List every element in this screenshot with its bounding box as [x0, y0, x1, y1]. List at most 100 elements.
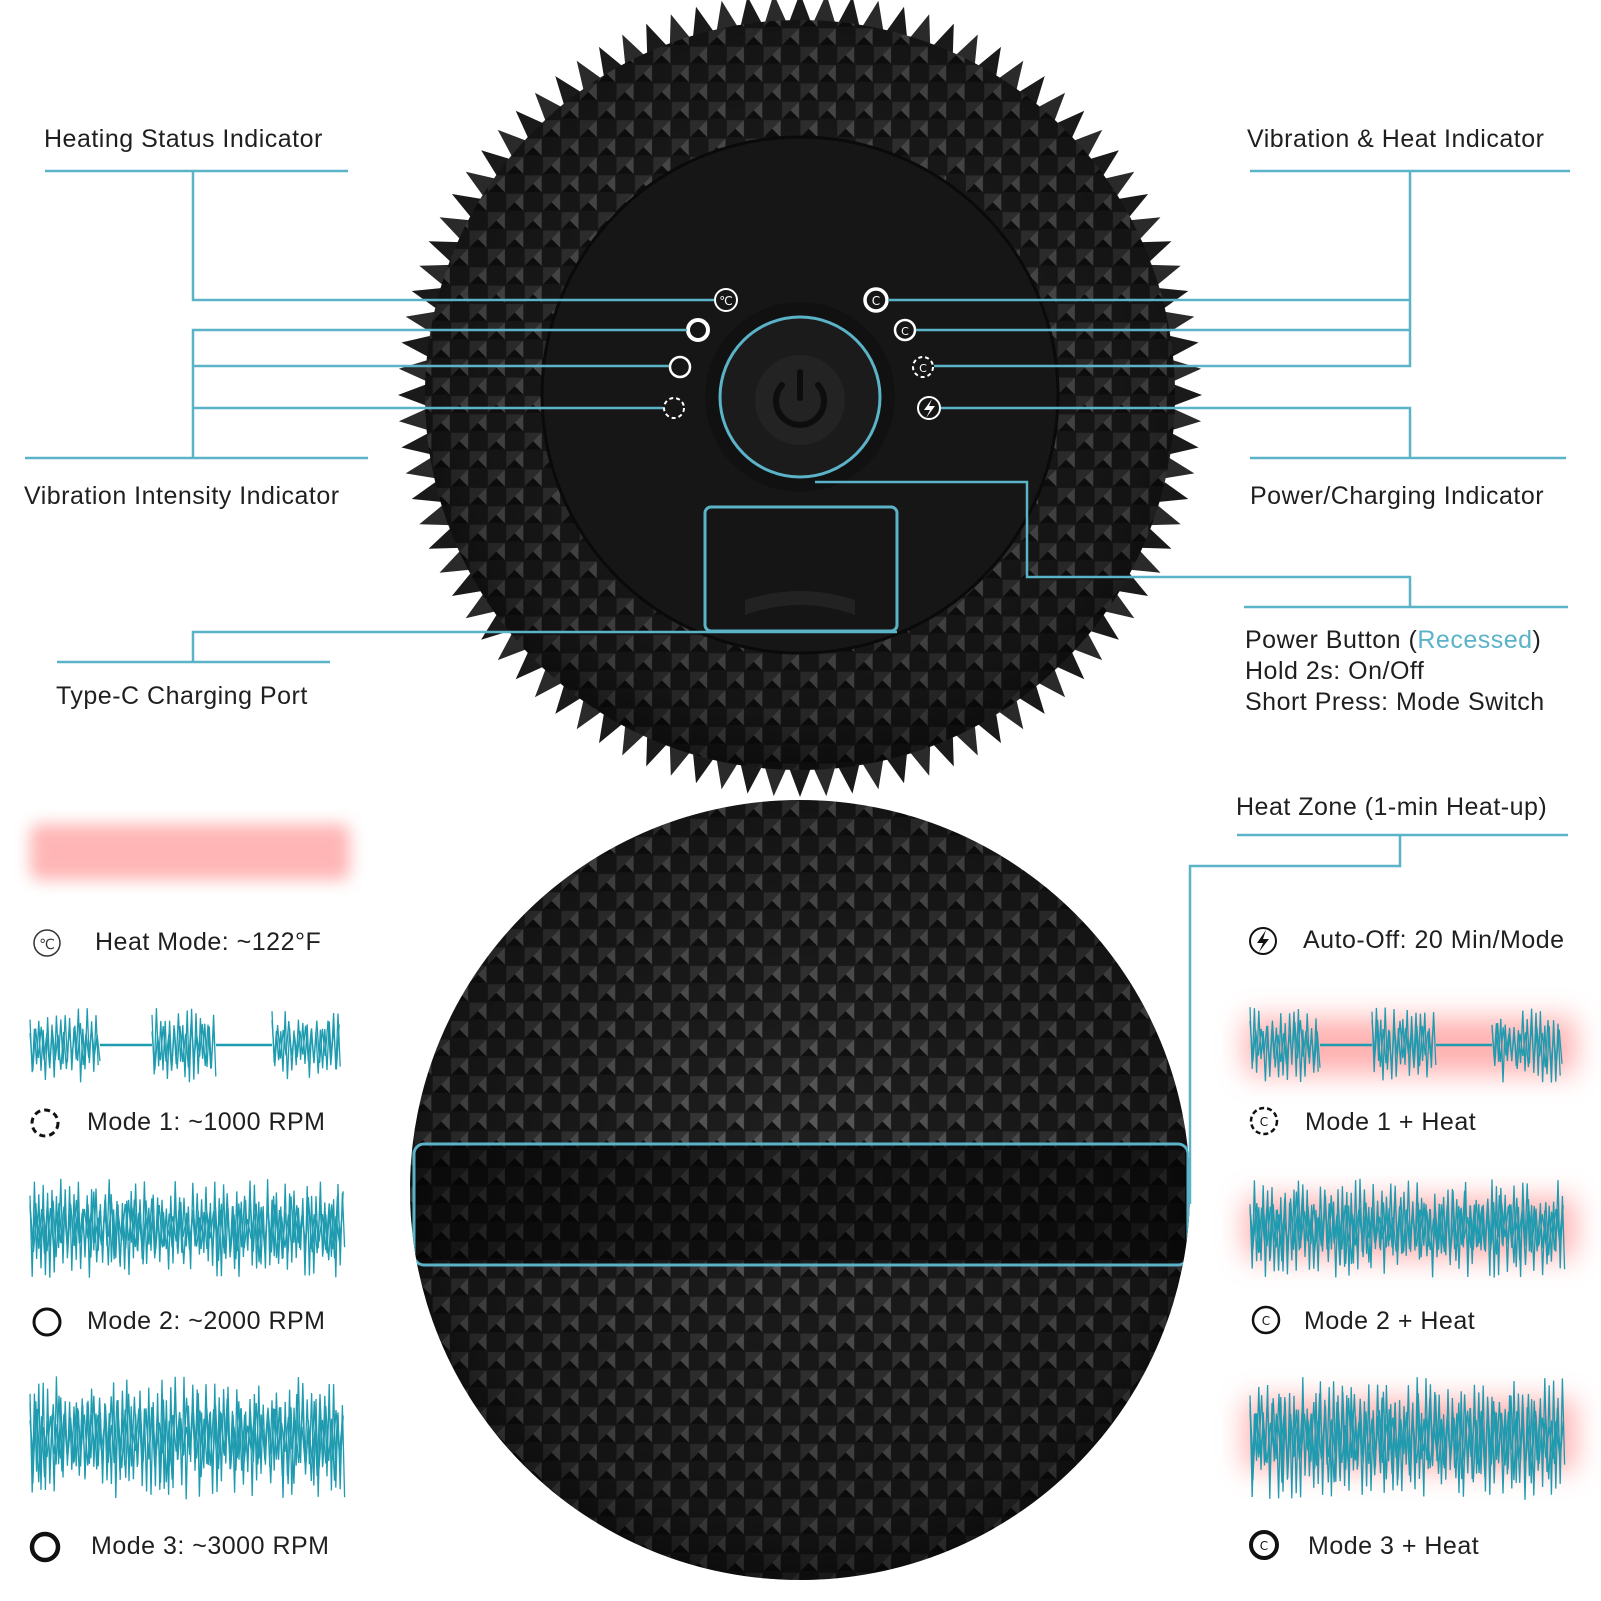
wave-trace — [1371, 1020, 1435, 1069]
wave-trace — [1249, 1019, 1321, 1068]
thick-ring-icon — [29, 1531, 61, 1563]
device-side-view — [410, 800, 1190, 1580]
label-power-charging: Power/Charging Indicator — [1250, 482, 1545, 510]
vib-heat-led-3: C — [863, 287, 889, 313]
label-heating-status: Heating Status Indicator — [44, 125, 323, 153]
spike — [515, 110, 548, 143]
spike — [555, 681, 585, 714]
spike — [1168, 407, 1202, 432]
wave-trace — [29, 1191, 344, 1266]
wave-trace — [29, 1023, 101, 1071]
legend-mode-1: Mode 1: ~1000 RPM — [87, 1108, 326, 1136]
celsius-icon — [33, 929, 61, 957]
vib-heat-led-2: C — [893, 318, 917, 342]
svg-text:C: C — [872, 294, 880, 308]
spike — [398, 407, 432, 432]
celsius-ring-icon: C — [1251, 1305, 1281, 1335]
power-button-title: Power Button ( — [1245, 626, 1418, 654]
power-button-recessed: Recessed — [1417, 626, 1533, 654]
heat-glow-swatch — [30, 824, 350, 880]
wave-trace — [1249, 1007, 1319, 1083]
spike — [1086, 150, 1119, 180]
heating-status-led: ℃ — [714, 288, 738, 312]
wave-trace — [151, 1020, 215, 1071]
spike — [481, 150, 514, 180]
spike — [1169, 382, 1202, 408]
svg-text:℃: ℃ — [719, 294, 732, 308]
wave-trace — [1249, 1203, 1564, 1253]
device-top-view: ℃ C C C — [398, 0, 1202, 797]
wave-trace — [29, 1407, 344, 1469]
spike — [1070, 629, 1103, 661]
celsius-thick-icon: C — [1249, 1530, 1279, 1560]
legend-mode-2: Mode 2: ~2000 RPM — [87, 1307, 326, 1335]
label-heat-zone: Heat Zone (1-min Heat-up) — [1236, 793, 1548, 821]
spike — [401, 431, 435, 456]
spike — [995, 60, 1024, 95]
spike — [1100, 590, 1135, 619]
spike — [1086, 610, 1119, 640]
dashed-ring-icon — [30, 1108, 60, 1138]
svg-text:C: C — [1260, 1539, 1268, 1553]
ring-icon — [32, 1307, 62, 1337]
spike — [576, 60, 605, 95]
spike — [763, 763, 788, 797]
spike — [787, 764, 813, 797]
label-short-press: Short Press: Mode Switch — [1245, 688, 1545, 716]
label-hold: Hold 2s: On/Off — [1245, 657, 1425, 685]
label-power-button: Power Button (Recessed) — [1245, 625, 1541, 655]
spike — [1165, 334, 1199, 359]
legend-mode-3-heat: Mode 3 + Heat — [1308, 1532, 1480, 1560]
spike — [1034, 92, 1066, 125]
legend-auto-off: Auto-Off: 20 Min/Mode — [1303, 926, 1565, 954]
spike — [401, 334, 435, 359]
spike — [739, 760, 764, 794]
spike — [995, 695, 1024, 730]
spike — [1034, 665, 1066, 698]
wave-trace — [29, 1202, 344, 1253]
vibration-waveforms — [29, 1007, 1566, 1500]
spike — [465, 590, 500, 619]
intensity-led-2 — [668, 355, 692, 379]
spike — [555, 76, 585, 109]
spike — [1015, 681, 1045, 714]
power-button[interactable] — [705, 302, 895, 492]
celsius-dashed-icon: C — [1249, 1106, 1279, 1136]
wave-trace — [271, 1020, 340, 1070]
intensity-led-1 — [663, 397, 685, 419]
spike — [497, 129, 530, 161]
spike — [534, 92, 566, 125]
lightning-icon — [1249, 927, 1277, 955]
spike — [576, 695, 605, 730]
spike — [1052, 110, 1085, 143]
legend-heat-mode: Heat Mode: ~122°F — [95, 928, 322, 956]
wave-trace — [1249, 1409, 1564, 1469]
wave-trace — [29, 1392, 344, 1485]
spike — [812, 763, 837, 797]
spike — [1100, 171, 1135, 200]
spike — [534, 665, 566, 698]
intensity-led-3 — [686, 318, 710, 342]
svg-text:C: C — [919, 362, 927, 375]
spike — [465, 171, 500, 200]
svg-text:℃: ℃ — [39, 937, 55, 953]
label-vibration-intensity: Vibration Intensity Indicator — [24, 482, 340, 510]
spike — [497, 629, 530, 661]
vib-heat-led-1: C — [912, 356, 934, 378]
svg-text:C: C — [1262, 1314, 1270, 1328]
heat-zone-band — [412, 1142, 1190, 1267]
wave-trace — [1491, 1020, 1563, 1070]
type-c-port — [703, 505, 899, 633]
wave-trace — [1249, 1190, 1564, 1266]
spike — [836, 760, 861, 794]
legend-mode-1-heat: Mode 1 + Heat — [1305, 1108, 1477, 1136]
spike — [787, 0, 813, 26]
callout-lines — [25, 169, 1570, 1204]
svg-text:C: C — [1260, 1115, 1268, 1129]
wave-trace — [1249, 1391, 1564, 1484]
label-vibration-heat: Vibration & Heat Indicator — [1247, 125, 1545, 153]
spike — [812, 0, 837, 27]
legend-mode-2-heat: Mode 2 + Heat — [1304, 1307, 1476, 1335]
spike — [515, 647, 548, 680]
